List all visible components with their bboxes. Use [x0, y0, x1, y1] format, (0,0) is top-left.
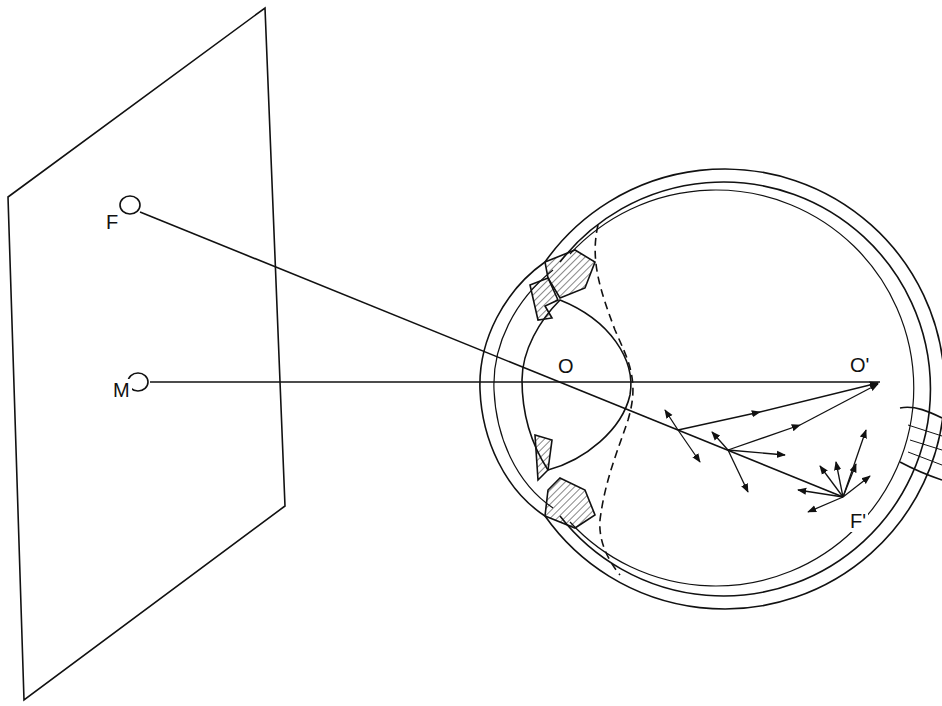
scatter-arrows — [665, 383, 878, 512]
point-label: F — [104, 211, 120, 233]
choroid — [560, 182, 930, 596]
point-label: O — [556, 355, 576, 377]
retina — [570, 190, 914, 586]
point-f — [120, 196, 140, 214]
ray-m — [150, 381, 880, 383]
sclera — [545, 169, 942, 609]
optic-nerve — [900, 407, 942, 418]
ciliary-outline — [595, 225, 633, 575]
ray-f — [140, 212, 843, 497]
point-label: O' — [848, 354, 871, 376]
point-label: M — [111, 379, 132, 401]
screen-plane — [8, 8, 285, 700]
point-label: F' — [848, 510, 868, 532]
